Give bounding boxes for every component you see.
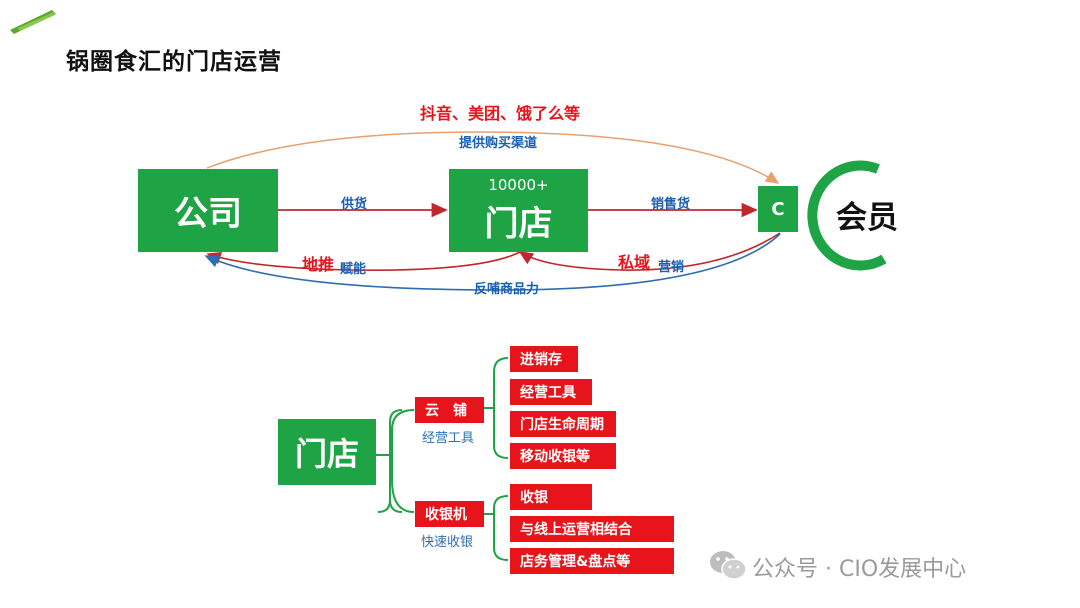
feedback-label: 反哺商品力 (474, 282, 540, 297)
leaf-store-lifecycle: 门店生命周期 (510, 411, 616, 437)
root-bracket (376, 409, 403, 513)
store-label: 门店 (484, 204, 553, 244)
ground-push-label: 地推 (302, 255, 335, 274)
member-c-label: C (771, 198, 785, 220)
store-count-label: 10000+ (488, 176, 549, 194)
empower-label: 赋能 (340, 262, 367, 277)
company-label: 公司 (174, 194, 242, 234)
branch1-bracket (493, 357, 509, 459)
page-title: 锅圈食汇的门店运营 (66, 49, 282, 75)
branch-cash-register: 收银机 (415, 501, 484, 527)
member-label: 会员 (836, 200, 898, 236)
leaf-mobile-cashier-label: 移动收银等 (520, 449, 590, 465)
purchase-channel-arrow (206, 131, 780, 184)
member-c-box: C (758, 186, 798, 232)
branch-cash-register-label: 收银机 (425, 507, 467, 523)
leaf-inventory-label: 进销存 (520, 352, 562, 368)
leaf-store-management-label: 店务管理&盘点等 (520, 554, 631, 570)
corner-stripe-decoration (10, 10, 56, 34)
supply-label: 供货 (341, 197, 368, 212)
company-box: 公司 (138, 169, 278, 252)
branch-cash-register-sub: 快速收银 (421, 535, 474, 550)
root-store-label: 门店 (294, 435, 359, 473)
platforms-label: 抖音、美团、饿了么等 (420, 104, 581, 123)
feedback-arrow (204, 233, 781, 291)
marketing-arrow (518, 232, 781, 271)
leaf-inventory: 进销存 (510, 346, 578, 372)
sell-goods-label: 销售货 (651, 197, 691, 212)
marketing-label: 营销 (658, 260, 685, 275)
branch-cloud-shop-sub: 经营工具 (422, 431, 475, 446)
branch-cloud-shop: 云 铺 (415, 397, 484, 423)
store-box: 10000+ 门店 (449, 169, 588, 252)
wechat-icon (710, 551, 747, 580)
private-domain-label: 私域 (618, 253, 651, 272)
empower-arrow (206, 251, 521, 271)
leaf-mobile-cashier: 移动收银等 (510, 443, 616, 469)
branch-cloud-shop-label: 云 铺 (425, 403, 467, 419)
leaf-store-management: 店务管理&盘点等 (510, 548, 674, 574)
purchase-channel-label: 提供购买渠道 (459, 136, 538, 151)
leaf-cashier: 收银 (510, 484, 592, 510)
leaf-cashier-label: 收银 (520, 490, 548, 506)
leaf-online-integration: 与线上运营相结合 (510, 516, 674, 542)
leaf-store-lifecycle-label: 门店生命周期 (520, 417, 604, 433)
leaf-business-tools: 经营工具 (510, 379, 592, 405)
leaf-business-tools-label: 经营工具 (520, 385, 576, 401)
root-bracket-top (391, 409, 415, 513)
root-store-box: 门店 (278, 419, 376, 485)
watermark-text: 公众号 · CIO发展中心 (752, 557, 967, 582)
member-ring (807, 160, 887, 271)
branch2-bracket (493, 495, 509, 561)
leaf-online-integration-label: 与线上运营相结合 (520, 522, 632, 538)
